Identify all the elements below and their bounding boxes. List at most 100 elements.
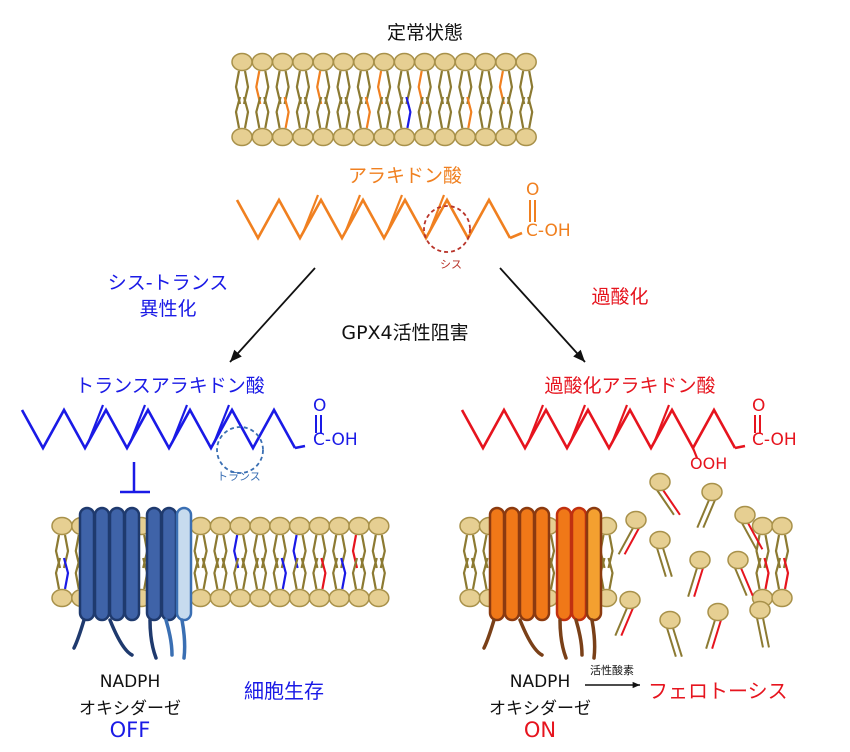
lipid-tail <box>213 557 220 590</box>
lipid-head <box>393 127 416 147</box>
lipid-head <box>368 516 390 536</box>
lipid-head <box>771 588 793 608</box>
protein-helix <box>123 506 141 622</box>
lipid-head <box>269 516 291 536</box>
lipid-tail <box>425 96 432 129</box>
nadph-oxidase-icon-left-b <box>145 506 178 622</box>
left-enzyme-state: OFF <box>109 718 151 742</box>
lipid-tail <box>379 557 386 590</box>
peroxidized-arachidonic-acid-label: 過酸化アラキドン酸 <box>544 375 716 397</box>
lipid-tail <box>656 547 667 577</box>
lipid-head <box>209 516 232 536</box>
lipid-head <box>249 516 271 536</box>
double-bond <box>568 404 587 444</box>
lipid-head <box>271 52 294 72</box>
arrow-head <box>632 681 640 689</box>
lipid-tail <box>734 567 748 597</box>
double-bond <box>212 404 231 444</box>
lipid-head <box>288 516 311 536</box>
lipid-head <box>229 516 251 536</box>
lipid-tail <box>478 96 485 129</box>
lipid-head <box>249 588 271 608</box>
protein-tail <box>574 618 584 657</box>
lipid-tail <box>336 96 343 129</box>
lipid-head <box>454 52 477 72</box>
lipid-head <box>251 52 274 72</box>
lipid-tail <box>332 557 339 590</box>
lipid-tail <box>437 96 445 129</box>
lipid-tail <box>747 522 764 550</box>
lipid-head <box>189 516 212 536</box>
protein-helix <box>145 506 163 622</box>
lipid-tail <box>54 557 62 590</box>
lipid-tail <box>324 96 331 129</box>
lipid-tail <box>527 96 534 129</box>
lipid-head <box>649 472 671 492</box>
protein-helix <box>488 506 506 622</box>
lipid-tail <box>498 96 505 129</box>
peroxidation-label: 過酸化 <box>591 286 649 308</box>
lipid-tail <box>519 96 526 129</box>
lipid-tail <box>607 557 614 590</box>
double-bond <box>526 404 545 444</box>
lipid-tail <box>548 557 556 590</box>
lipid-head <box>348 588 370 608</box>
lipid-tail <box>241 557 248 590</box>
lipid-tail <box>782 557 790 590</box>
lipid-tail <box>364 96 371 129</box>
carbon-chain <box>20 407 297 451</box>
double-bond <box>86 404 105 444</box>
protein-helix <box>533 506 551 622</box>
lipid-tail <box>666 627 677 657</box>
right-enzyme-line2: オキシダーゼ <box>489 699 591 719</box>
carbon-chain <box>460 407 737 451</box>
double-bond <box>652 404 671 444</box>
protein-helix <box>93 506 111 622</box>
arachidonic-acid-structure <box>235 194 536 241</box>
lipid-tail <box>233 557 240 590</box>
lipid-tail <box>376 96 384 129</box>
lipid-head <box>749 600 771 620</box>
lipid-head <box>771 516 793 536</box>
lipid-tail <box>356 96 363 129</box>
lipid-head <box>474 127 497 147</box>
lipid-tail <box>300 557 307 590</box>
lipid-head <box>353 127 375 147</box>
lipid-tail <box>417 96 424 129</box>
lipid-head <box>474 52 497 72</box>
lipid-tail <box>774 557 782 590</box>
lipid-tail <box>486 96 493 129</box>
nadph-oxidase-icon-right <box>488 506 551 622</box>
lipid-tail <box>62 557 70 590</box>
double-bond <box>343 194 362 234</box>
lipid-tail <box>763 557 770 590</box>
disrupted-lipids <box>614 472 771 657</box>
left-enzyme-line1: NADPH <box>99 672 161 692</box>
lipid-head <box>495 52 517 72</box>
lipid-tail <box>295 96 302 129</box>
aa-carboxyl: C-OH <box>526 221 571 241</box>
lipid-tail <box>351 557 359 590</box>
double-bond <box>385 194 404 234</box>
lipid-tail <box>672 627 683 657</box>
lipid-head <box>51 516 73 536</box>
protein-tail <box>558 618 568 660</box>
lipid-head <box>373 127 395 147</box>
lipid-head <box>328 516 350 536</box>
cell-survival-label: 細胞生存 <box>244 679 324 703</box>
lipid-tail <box>662 489 681 516</box>
lipid-head <box>649 530 671 550</box>
lipid-tail <box>711 619 722 649</box>
lipid-head <box>701 482 723 502</box>
lipid-head <box>51 588 73 608</box>
isomerization-label-line2: 異性化 <box>139 298 197 320</box>
lipid-tail <box>280 557 287 590</box>
chain-end <box>294 444 306 450</box>
protein-tail <box>180 618 187 660</box>
gpx4-inhibition-label: GPX4活性阻害 <box>341 322 469 344</box>
lipid-head <box>368 588 390 608</box>
lipid-head <box>689 550 711 570</box>
lipid-tail <box>656 489 675 516</box>
